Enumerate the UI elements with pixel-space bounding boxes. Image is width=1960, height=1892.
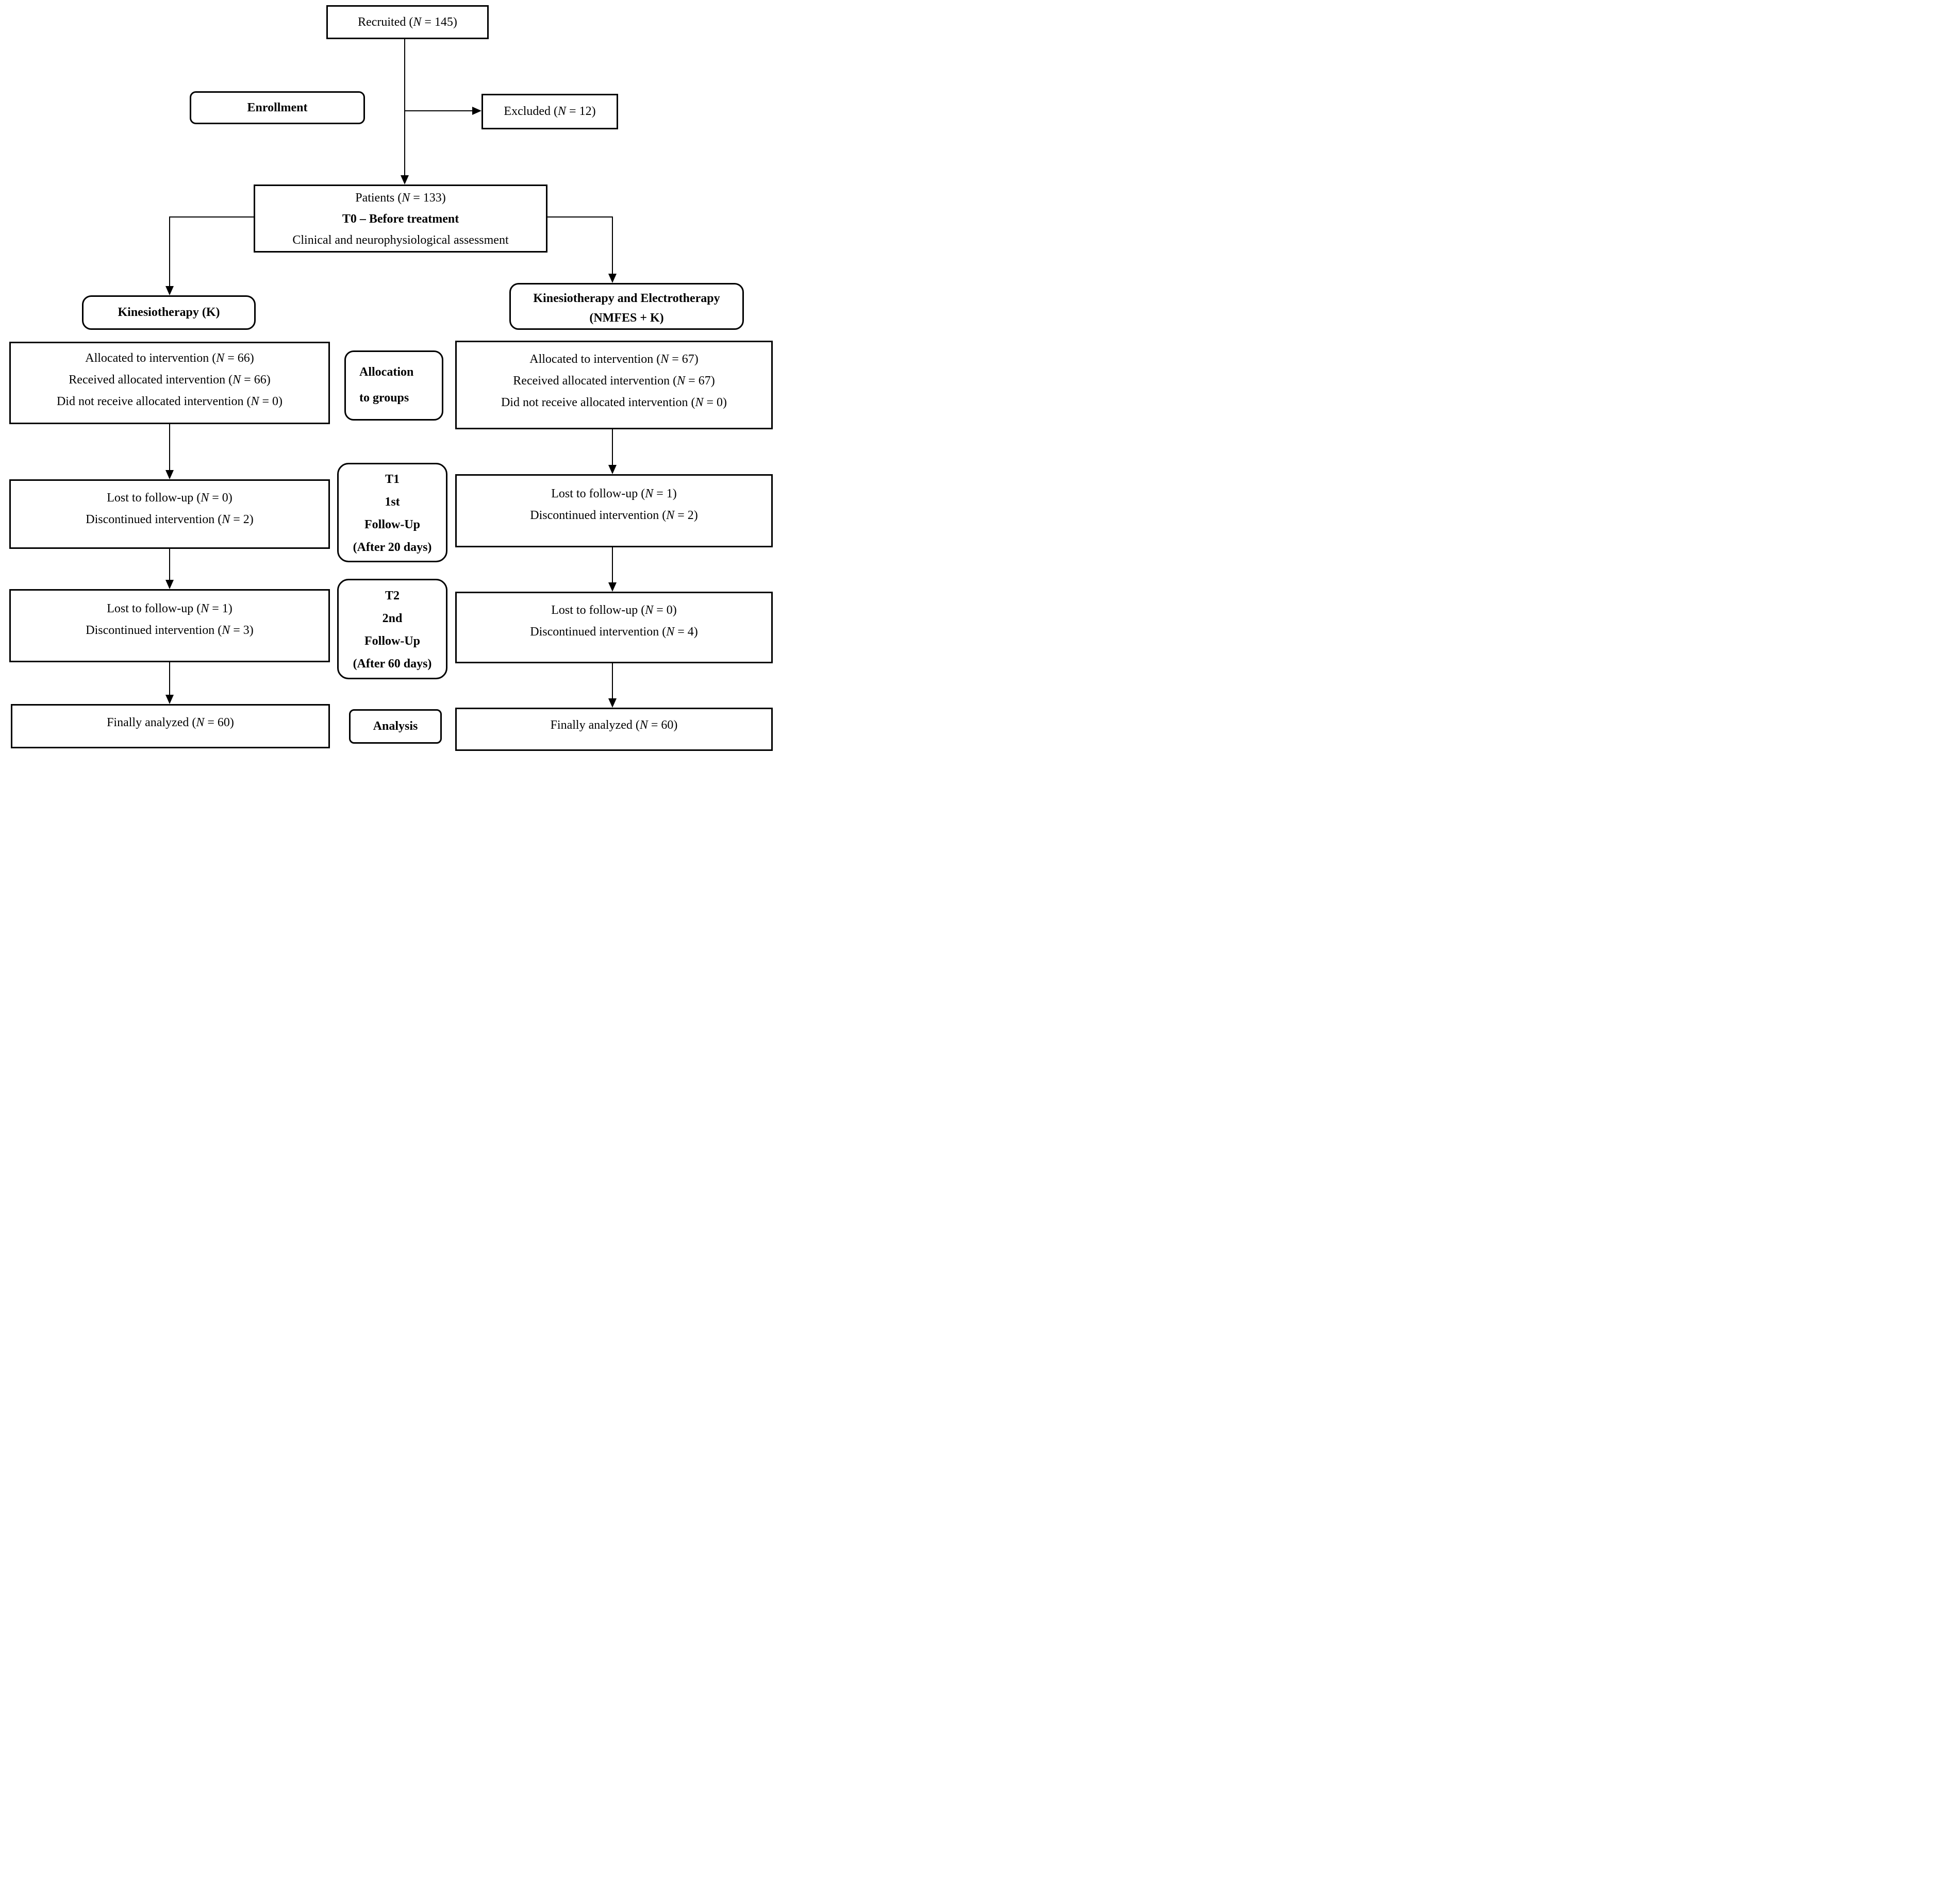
arrowhead-down-t1-nmfes-icon bbox=[608, 465, 617, 474]
node-t1-nmfes: Lost to follow-up (N = 1)Discontinued in… bbox=[455, 474, 773, 547]
connector-t2-k-analyzed-k bbox=[169, 662, 170, 695]
arrowhead-down-group-k-icon bbox=[165, 286, 174, 295]
arrowhead-down-analyzed-nmfes-icon bbox=[608, 698, 617, 708]
connector-patients-right-horizontal bbox=[547, 216, 613, 217]
connector-t2-nmfes-analyzed-nmfes bbox=[612, 663, 613, 699]
connector-t1-k-t2-k bbox=[169, 549, 170, 580]
patients-count-line: Patients (N = 133) bbox=[355, 191, 446, 205]
connector-patients-left-vertical bbox=[169, 216, 170, 287]
analysis-stage-label: Analysis bbox=[373, 719, 418, 733]
node-t2-kinesiotherapy: Lost to follow-up (N = 1)Discontinued in… bbox=[9, 589, 330, 662]
node-allocated-nmfes: Allocated to intervention (N = 67)Receiv… bbox=[455, 341, 773, 429]
recruited-label: Recruited (N = 145) bbox=[358, 15, 457, 29]
arrowhead-down-t1-k-icon bbox=[165, 470, 174, 479]
arrowhead-down-patients-icon bbox=[401, 175, 409, 185]
node-analyzed-nmfes: Finally analyzed (N = 60) bbox=[455, 708, 773, 751]
node-recruited: Recruited (N = 145) bbox=[326, 5, 489, 39]
enrollment-stage-label: Enrollment bbox=[247, 101, 308, 114]
connector-alloc-k-t1-k bbox=[169, 424, 170, 471]
node-patients: Patients (N = 133) T0 – Before treatment… bbox=[254, 185, 547, 253]
patients-assessment-line: Clinical and neurophysiological assessme… bbox=[292, 233, 509, 247]
node-allocated-kinesiotherapy: Allocated to intervention (N = 66)Receiv… bbox=[9, 342, 330, 424]
node-t2-nmfes: Lost to follow-up (N = 0)Discontinued in… bbox=[455, 592, 773, 663]
patients-timepoint-line: T0 – Before treatment bbox=[342, 212, 459, 226]
connector-patients-right-vertical bbox=[612, 216, 613, 274]
node-excluded: Excluded (N = 12) bbox=[481, 94, 618, 129]
group-kinesiotherapy-label: Kinesiotherapy (K) bbox=[118, 306, 220, 319]
analyzed-nmfes-label: Finally analyzed (N = 60) bbox=[550, 718, 678, 732]
arrowhead-right-excluded-icon bbox=[472, 107, 481, 115]
node-group-kinesiotherapy: Kinesiotherapy (K) bbox=[82, 295, 256, 330]
node-analyzed-kinesiotherapy: Finally analyzed (N = 60) bbox=[11, 704, 330, 748]
connector-patients-left-horizontal bbox=[169, 216, 254, 217]
connector-alloc-nmfes-t1-nmfes bbox=[612, 429, 613, 465]
node-t1-kinesiotherapy: Lost to follow-up (N = 0)Discontinued in… bbox=[9, 479, 330, 549]
node-analysis-stage: Analysis bbox=[349, 709, 442, 744]
connector-recruited-patients bbox=[404, 39, 405, 176]
excluded-label: Excluded (N = 12) bbox=[504, 105, 596, 118]
connector-t1-nmfes-t2-nmfes bbox=[612, 547, 613, 583]
arrowhead-down-group-nmfes-icon bbox=[608, 274, 617, 283]
arrowhead-down-t2-nmfes-icon bbox=[608, 582, 617, 592]
arrowhead-down-analyzed-k-icon bbox=[165, 695, 174, 704]
consort-flow-diagram: Recruited (N = 145) Enrollment Excluded … bbox=[0, 0, 784, 757]
node-enrollment-stage: Enrollment bbox=[190, 91, 365, 124]
arrowhead-down-t2-k-icon bbox=[165, 580, 174, 589]
connector-to-excluded bbox=[404, 110, 473, 111]
node-group-nmfes: Kinesiotherapy and Electrotherapy(NMFES … bbox=[509, 283, 744, 330]
analyzed-kinesiotherapy-label: Finally analyzed (N = 60) bbox=[107, 716, 234, 729]
